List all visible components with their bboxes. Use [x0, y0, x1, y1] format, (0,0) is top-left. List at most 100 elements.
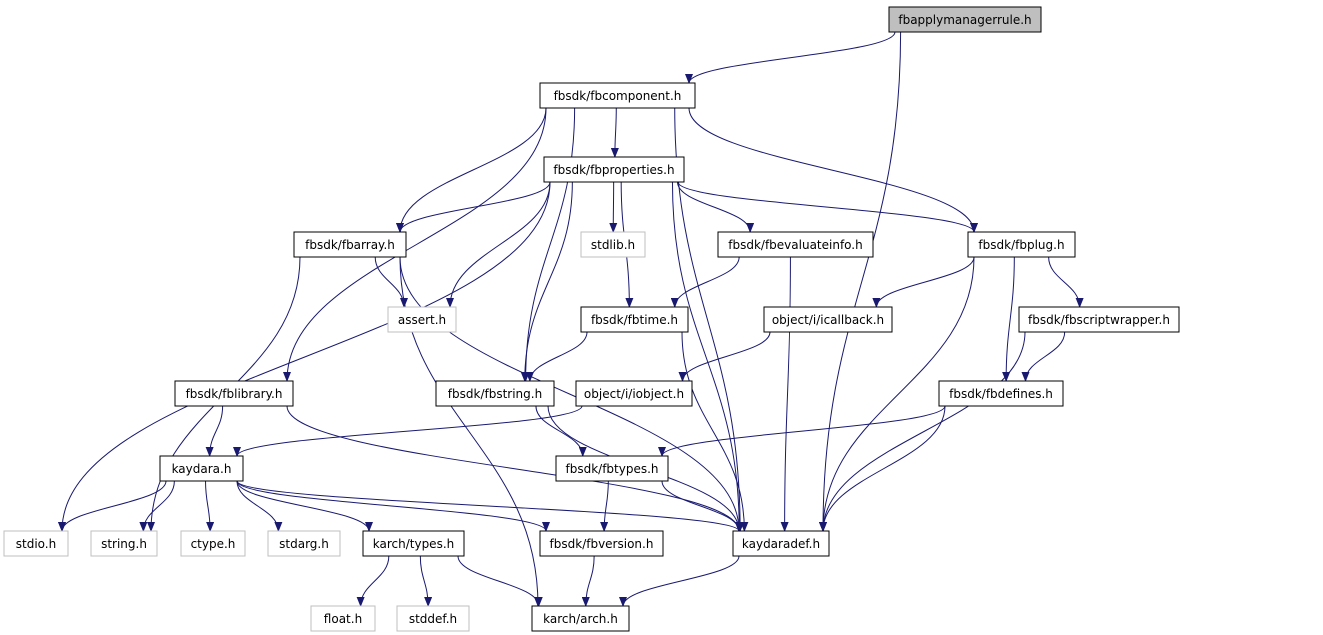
node-box [310, 605, 376, 632]
node-label: karch/arch.h [543, 612, 618, 626]
edge-fbapplymanagerrule-to-fbcomponent [685, 31, 896, 84]
node-label: stdio.h [16, 537, 56, 551]
edge-fbproperties-to-fbevaluateinfo [677, 181, 755, 233]
edge-fbproperties-to-fbarray [396, 181, 551, 233]
node-label: assert.h [398, 313, 446, 327]
node-fbproperties[interactable]: fbsdk/fbproperties.h [543, 156, 685, 183]
node-label: kaydaradef.h [742, 537, 820, 551]
node-label: kaydara.h [172, 462, 232, 476]
node-fbdefines[interactable]: fbsdk/fbdefines.h [938, 380, 1064, 407]
node-assert: assert.h [387, 306, 457, 333]
node-label: fbsdk/fbdefines.h [949, 387, 1053, 401]
node-stdlib: stdlib.h [580, 231, 646, 258]
node-label: fbapplymanagerrule.h [898, 13, 1031, 27]
node-box [575, 380, 693, 407]
node-box [938, 380, 1064, 407]
node-karchtypes[interactable]: karch/types.h [362, 530, 465, 557]
node-fbtime[interactable]: fbsdk/fbtime.h [580, 306, 689, 333]
node-label: fbsdk/fbarray.h [305, 238, 395, 252]
node-label: ctype.h [191, 537, 236, 551]
edge-fbproperties-to-stdio [58, 181, 551, 532]
node-box [159, 455, 244, 482]
node-kaydara[interactable]: kaydara.h [159, 455, 244, 482]
edge-karchtypes-to-stddef [419, 555, 433, 607]
node-label: fbsdk/fbversion.h [550, 537, 654, 551]
node-label: fbsdk/fbtime.h [591, 313, 678, 327]
edge-fbversion-to-karcharch [581, 555, 595, 607]
node-box [174, 380, 294, 407]
node-ctype: ctype.h [180, 530, 246, 557]
node-fblibrary[interactable]: fbsdk/fblibrary.h [174, 380, 294, 407]
node-label: stdarg.h [279, 537, 329, 551]
edge-fbtime-to-fbstring [525, 331, 588, 382]
edge-kaydara-to-string [139, 480, 175, 532]
edge-fbplug-to-fbscriptwrapper [1048, 256, 1084, 308]
node-label: fbsdk/fbevaluateinfo.h [728, 238, 862, 252]
node-fbapplymanagerrule[interactable]: fbapplymanagerrule.h [888, 6, 1042, 33]
node-label: fbsdk/fbscriptwrapper.h [1028, 313, 1170, 327]
edge-fbcomponent-to-fbproperties [610, 107, 619, 158]
edge-fbplug-to-icallback [872, 256, 975, 308]
node-fbplug[interactable]: fbsdk/fbplug.h [967, 231, 1076, 258]
node-label: karch/types.h [373, 537, 455, 551]
edge-fbproperties-to-assert [446, 181, 551, 308]
node-kaydaradef[interactable]: kaydaradef.h [732, 530, 830, 557]
edge-fbscriptwrapper-to-fbdefines [1021, 331, 1066, 382]
node-box [3, 530, 69, 557]
node-label: stdlib.h [591, 238, 635, 252]
edge-iobject-to-kaydara [233, 405, 583, 457]
edge-fbproperties-to-fbstring [520, 181, 573, 382]
node-fbversion[interactable]: fbsdk/fbversion.h [539, 530, 664, 557]
edge-fbplug-to-fbdefines [1002, 256, 1015, 382]
node-fbcomponent[interactable]: fbsdk/fbcomponent.h [539, 82, 696, 109]
edge-fbdefines-to-kaydaradef [819, 405, 946, 532]
edge-fbtime-to-kaydaradef [681, 331, 749, 532]
nodes-layer: fbapplymanagerrule.h fbsdk/fbcomponent.h f… [3, 6, 1180, 632]
node-fbtypes[interactable]: fbsdk/fbtypes.h [555, 455, 669, 482]
edge-fbcomponent-to-fblibrary [283, 107, 547, 382]
node-box [555, 455, 669, 482]
node-label: float.h [324, 612, 362, 626]
node-box [387, 306, 457, 333]
node-karcharch[interactable]: karch/arch.h [531, 605, 630, 632]
edge-fbproperties-to-kaydaradef [671, 181, 744, 532]
edge-fblibrary-to-kaydara [205, 405, 224, 457]
node-box [293, 231, 407, 258]
node-stddef: stddef.h [396, 605, 470, 632]
node-label: object/i/iobject.h [584, 387, 684, 401]
node-stdio: stdio.h [3, 530, 69, 557]
node-fbstring[interactable]: fbsdk/fbstring.h [435, 380, 555, 407]
node-box [543, 156, 685, 183]
edge-kaydaradef-to-karcharch [619, 555, 740, 607]
edge-fbplug-to-kaydaradef [819, 256, 975, 532]
edge-fbcomponent-to-fbplug [688, 107, 978, 233]
node-iobject[interactable]: object/i/iobject.h [575, 380, 693, 407]
node-label: fbsdk/fbplug.h [978, 238, 1064, 252]
node-fbevaluateinfo[interactable]: fbsdk/fbevaluateinfo.h [717, 231, 874, 258]
node-box [180, 530, 246, 557]
edge-fblibrary-to-kaydaradef [286, 405, 743, 532]
node-label: object/i/icallback.h [772, 313, 884, 327]
edge-kaydara-to-kaydaradef [236, 480, 743, 532]
node-fbarray[interactable]: fbsdk/fbarray.h [293, 231, 407, 258]
edge-fbevaluateinfo-to-kaydaradef [780, 256, 791, 532]
edge-karchtypes-to-karcharch [457, 555, 543, 607]
edge-fbstring-to-fbtypes [535, 405, 587, 457]
edge-fbproperties-to-fbplug [677, 181, 978, 233]
edge-icallback-to-iobject [678, 331, 771, 382]
edge-fbevaluateinfo-to-fbtime [670, 256, 740, 308]
node-box [580, 306, 689, 333]
node-label: stddef.h [409, 612, 457, 626]
edge-fbtypes-to-fbversion [600, 480, 609, 532]
node-box [1018, 306, 1180, 333]
edge-fbcomponent-to-fbstring [521, 107, 576, 382]
node-stdarg: stdarg.h [267, 530, 341, 557]
edges-layer [58, 31, 1084, 607]
edge-fbcomponent-to-fbarray [396, 107, 547, 233]
node-box [763, 306, 893, 333]
node-fbscriptwrapper[interactable]: fbsdk/fbscriptwrapper.h [1018, 306, 1180, 333]
edge-fbtypes-to-kaydaradef [661, 480, 743, 532]
node-icallback[interactable]: object/i/icallback.h [763, 306, 893, 333]
edge-karchtypes-to-float [356, 555, 390, 607]
